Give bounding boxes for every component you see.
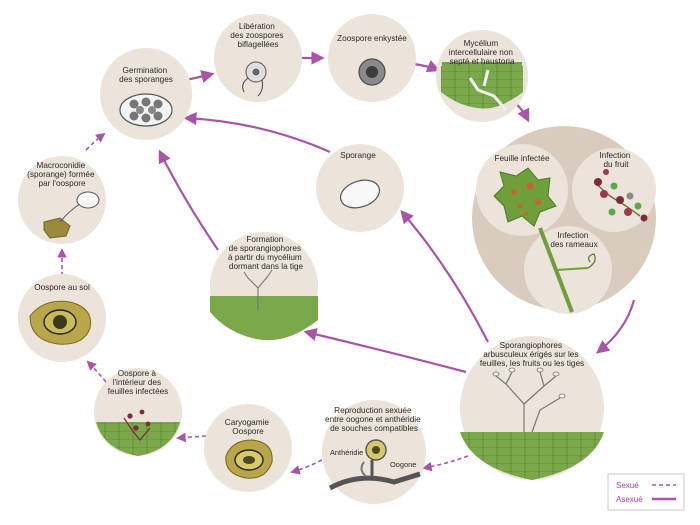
arrow-sporangiophores-sporange [400, 209, 489, 343]
oogonium-antheridium-icon [328, 439, 421, 491]
svg-text:Reproduction sexuée entr: Reproduction sexuée entre oogone et anth… [325, 406, 423, 433]
oospore-soil-icon [29, 300, 92, 345]
arrow-zoospore-mycelium [413, 59, 441, 73]
infected-stem-icon [538, 227, 596, 313]
stage-liberation: Libération des zoospores biflagellées [214, 14, 302, 102]
svg-text:Formation de sporangioph: Formation de sporangiophores à partir du… [228, 235, 304, 271]
sporangia-dots [492, 367, 566, 399]
arrow-sporangiophores-reproduction [422, 455, 469, 472]
oogone-label: Oogone [390, 460, 416, 469]
svg-text:Sporangiophores arbuscul: Sporangiophores arbusculeux érigés sur l… [480, 341, 584, 368]
stage-sporangiophores: Sporangiophores arbusculeux érigés sur l… [460, 336, 604, 480]
stage-zoospore: Zoospore enkystée [328, 14, 416, 102]
stage-oospore-int: Oospore à l'intérieur des feuilles infec… [94, 368, 182, 456]
arrow-infection-sporangiophores [595, 299, 636, 354]
svg-text:Oospore au sol: Oospore au sol [34, 283, 90, 292]
arrow-macroconidie-germination [85, 132, 106, 151]
hyphae-icon [468, 69, 508, 111]
arrow-caryogamie-oospore-int [176, 432, 207, 443]
svg-text:Mycélium intercellulaire: Mycélium intercellulaire non septé et ha… [449, 39, 515, 66]
stage-infection: Feuille infectée Infection du fruit [472, 126, 656, 314]
svg-text:Feuille infectée: Feuille infectée [494, 154, 550, 163]
svg-text:Infection du fruit: Infection du fruit [599, 151, 632, 169]
stage-oospore-sol: Oospore au sol [18, 274, 106, 362]
stage-rameaux: Infection des rameaux [524, 226, 612, 314]
legend-asexual-label: Asexué [616, 495, 643, 504]
stage-caryogamie: Caryogamie Oospore [204, 404, 292, 492]
oospore-caryogamy-icon [225, 439, 273, 479]
oospores-in-leaf-icon [123, 409, 151, 441]
arrow-sporangiophores-formation [303, 328, 467, 374]
stage-germination: Germination des sporanges [100, 48, 192, 140]
sporangiophore-tree-icon [495, 371, 561, 433]
arrow-reproduction-caryogamie [290, 459, 323, 475]
svg-text:Libération des zoospores: Libération des zoospores biflagellées [230, 22, 286, 49]
dormant-mycelium-sporangiophore-icon [243, 269, 273, 310]
encysted-zoospore-icon [358, 58, 386, 86]
infected-leaf-icon [493, 167, 557, 227]
svg-text:Sporange: Sporange [340, 151, 376, 160]
svg-text:Germination des sporange: Germination des sporanges [119, 66, 173, 84]
svg-text:Zoospore enkystée: Zoospore enkystée [337, 34, 407, 43]
sporangium-icon [339, 179, 381, 209]
stage-formation: Formation de sporangiophores à partir du… [210, 232, 318, 341]
stage-mycelium: Mycélium intercellulaire non septé et ha… [436, 30, 528, 122]
stage-feuille: Feuille infectée [476, 144, 568, 236]
stage-macroconidie: Macroconidie (sporange) formée par l'oos… [18, 156, 106, 244]
legend-sexual-label: Sexué [616, 481, 639, 490]
antheridie-label: Anthéridie [330, 448, 363, 457]
svg-text:Caryogamie Oospore: Caryogamie Oospore [225, 418, 271, 436]
stage-sporange: Sporange [316, 144, 404, 232]
arrow-oosporeint-oosporesol [86, 360, 107, 383]
legend: Sexué Asexué [607, 473, 685, 511]
svg-text:Oospore à l'intérieur de: Oospore à l'intérieur des feuilles infec… [108, 369, 169, 396]
stage-reproduction: Reproduction sexuée entre oogone et anth… [322, 400, 426, 504]
sexual-arrows [57, 132, 469, 475]
stage-fruit: Infection du fruit [572, 148, 656, 232]
svg-text:Macroconidie (sporange): Macroconidie (sporange) formée par l'oos… [27, 161, 97, 188]
zoospore-biflagellate-icon [242, 61, 267, 97]
arrow-formation-germination [158, 149, 219, 251]
arrows [158, 51, 636, 374]
svg-text:Infection des rameaux: Infection des rameaux [550, 231, 597, 249]
arrow-sporange-germination [183, 111, 331, 154]
infected-grapes-icon [593, 169, 648, 222]
sporangium-germinating-icon [119, 93, 173, 127]
macroconidium-icon [43, 191, 100, 239]
